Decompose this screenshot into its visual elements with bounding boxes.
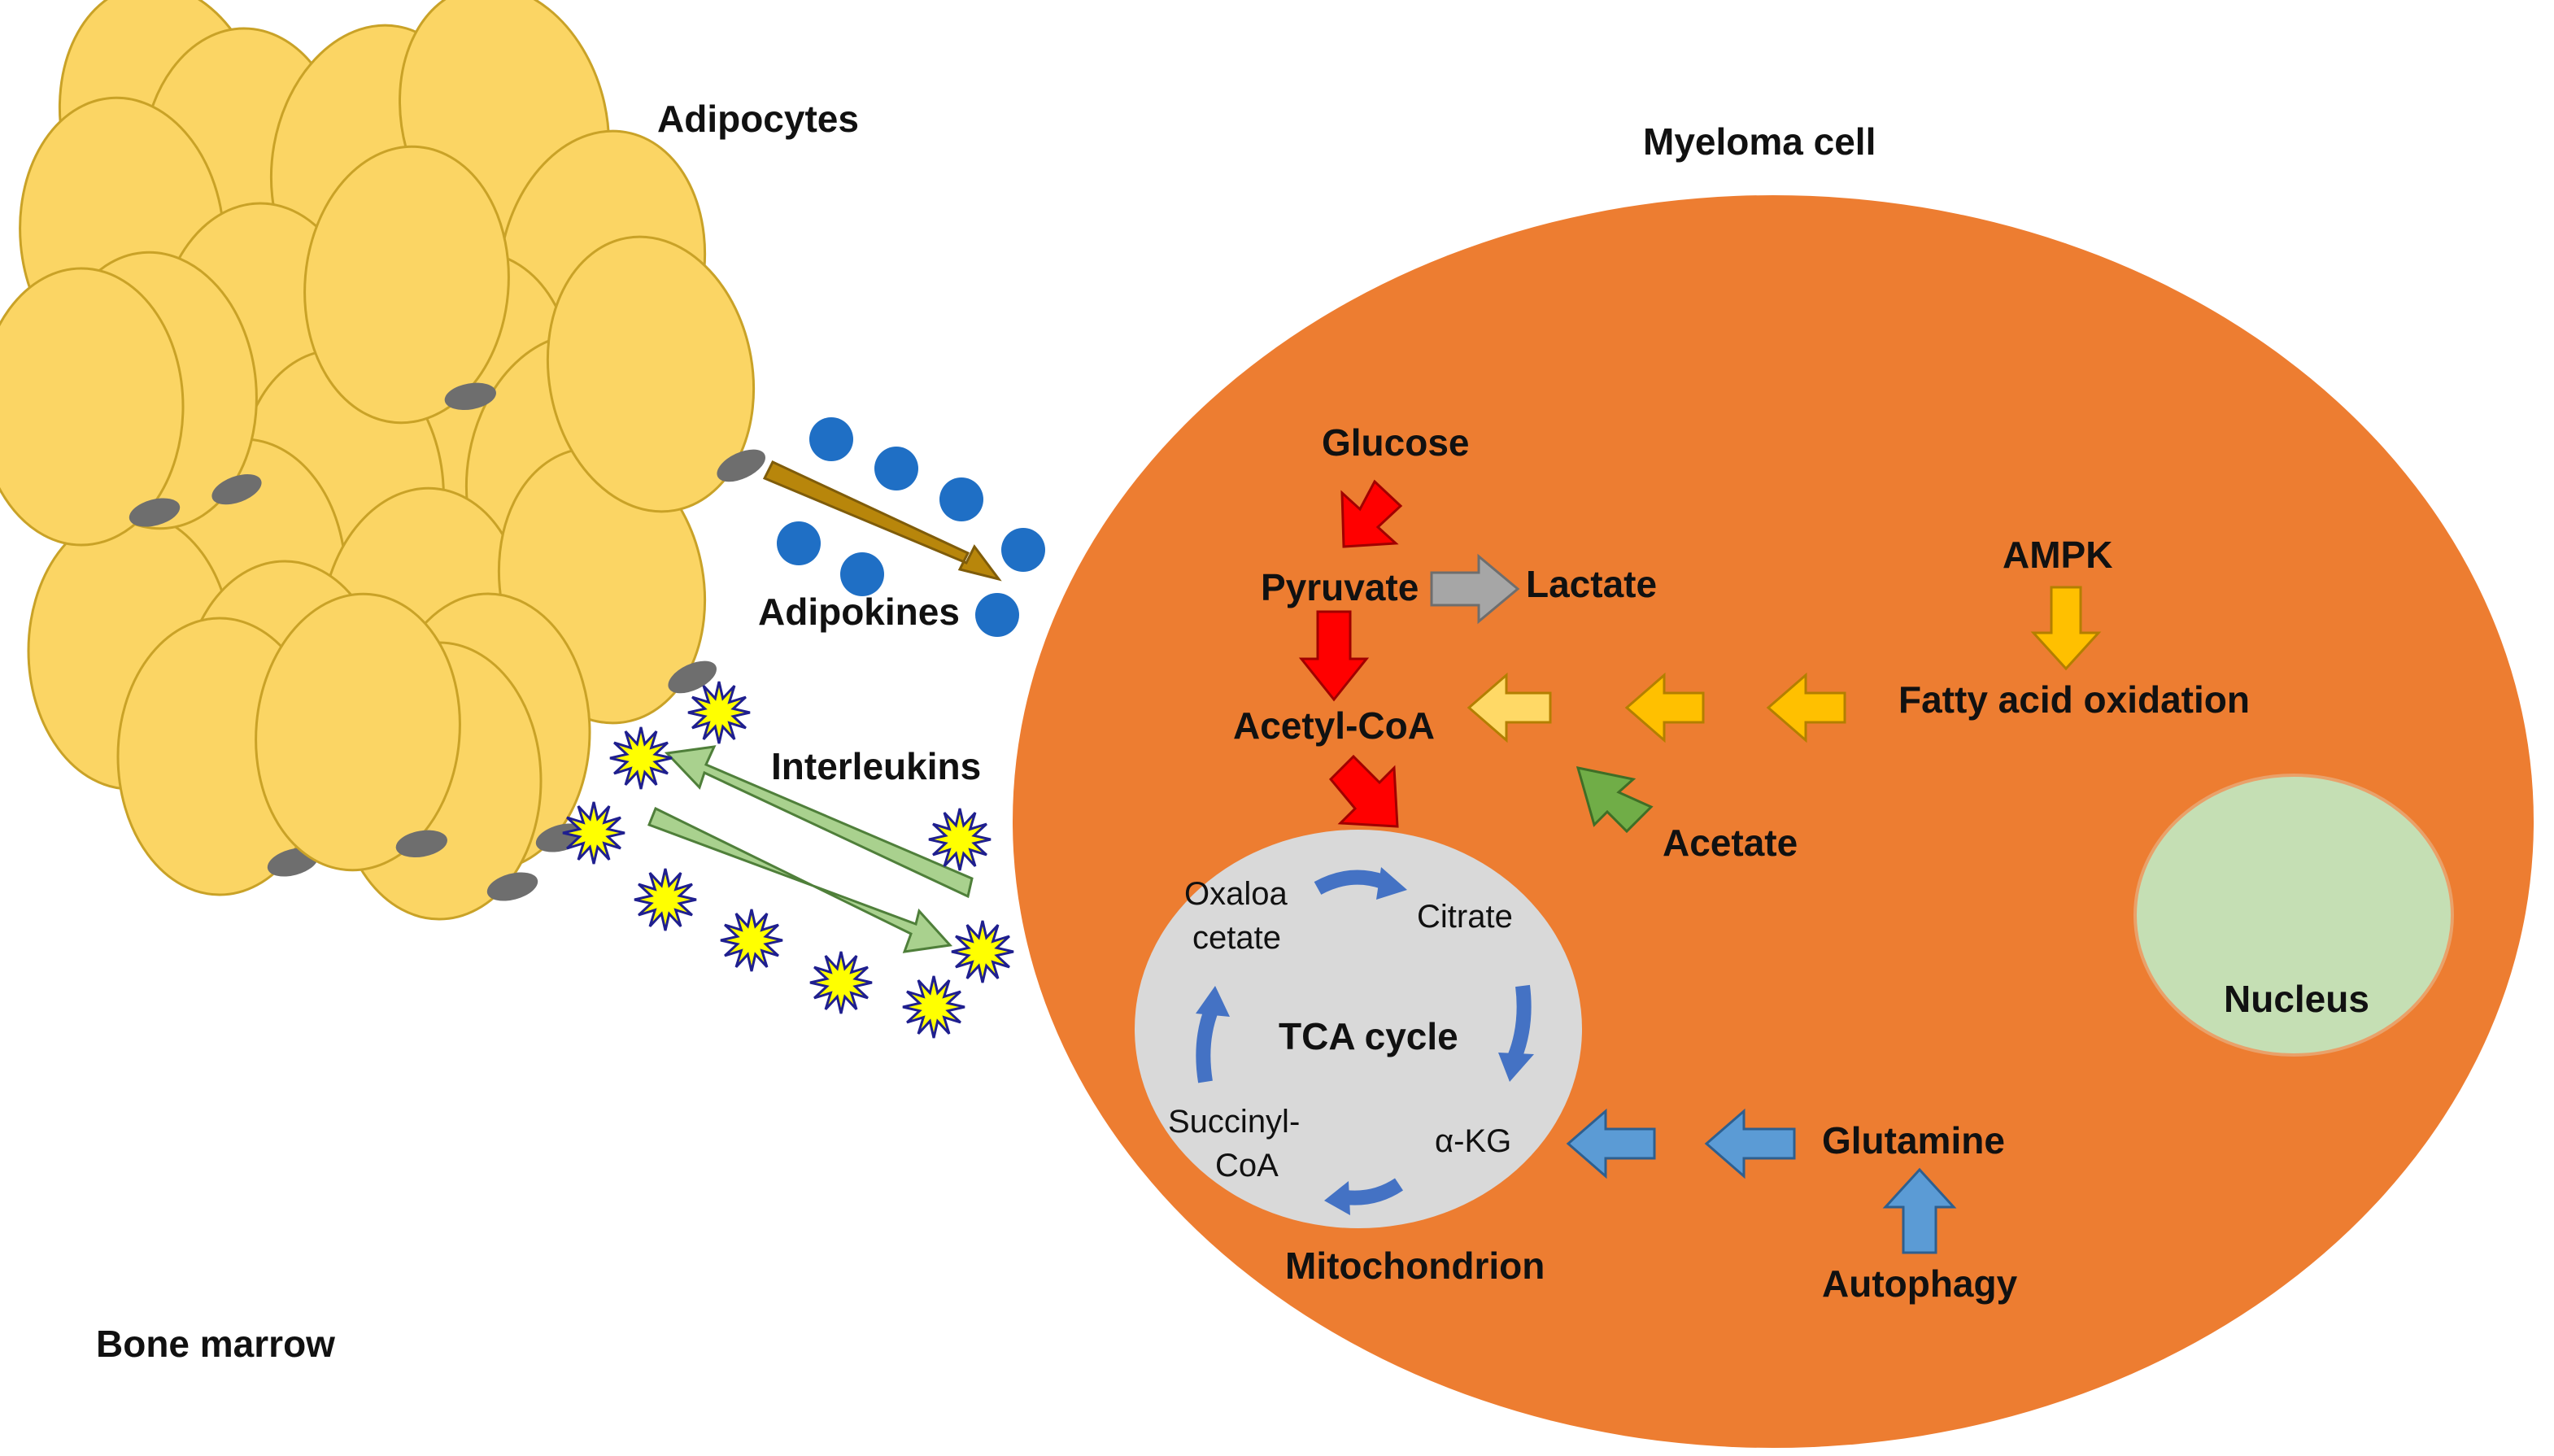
autophagy-to-glutamine-arrow (1882, 1167, 1957, 1254)
adipocyte-nucleus (717, 449, 765, 482)
succinyl-label-line1: Succinyl- (1168, 1104, 1300, 1140)
tca-arrowhead-right (1498, 1053, 1534, 1082)
interleukin-star (928, 808, 992, 871)
oxaloacetate-label-line1: Oxaloa (1184, 876, 1288, 912)
myeloma-cell-label: Myeloma cell (1643, 120, 1876, 163)
adipocyte-nucleus (129, 498, 181, 527)
interleukin-star (809, 951, 873, 1014)
interleukin-star (720, 909, 783, 972)
nucleus-label: Nucleus (2224, 978, 2369, 1020)
acetyl-coa-label: Acetyl-CoA (1233, 704, 1435, 747)
glucose-to-pyruvate-arrow (1340, 479, 1403, 548)
adipokines-label: Adipokines (758, 591, 960, 633)
fao-arrow-1 (1467, 672, 1552, 743)
adipocyte-nucleus (486, 872, 538, 901)
adipocyte (0, 267, 185, 547)
pyruvate-label: Pyruvate (1261, 566, 1419, 608)
acetylcoa-to-tca-arrow (1328, 754, 1399, 828)
bone-marrow-label: Bone marrow (96, 1323, 335, 1365)
adipocyte-nucleus (444, 382, 496, 411)
interleukins-label: Interleukins (771, 745, 981, 787)
adipocyte-body (255, 592, 461, 872)
interleukin-star (687, 681, 751, 744)
tca-arrowhead-bottom (1324, 1181, 1350, 1215)
tca-arrow-right (1507, 984, 1532, 1061)
adipocytes-label: Adipocytes (657, 98, 859, 140)
succinyl-label-line2: CoA (1215, 1148, 1279, 1184)
ampk-to-fao-arrow (2030, 586, 2102, 671)
adipokine-dot (809, 417, 853, 461)
adipokine-dots (777, 417, 1045, 637)
tca-arrow-bottom (1345, 1178, 1403, 1205)
pyruvate-to-lactate-arrow (1430, 553, 1520, 625)
tca-arrowhead-left (1196, 986, 1230, 1017)
interleukin-stars (562, 681, 1014, 1039)
acetate-label: Acetate (1663, 822, 1798, 864)
interleukin-star (634, 868, 697, 931)
fao-arrow-2 (1624, 672, 1705, 743)
interleukin-star (562, 801, 625, 865)
interleukin-star (902, 975, 965, 1039)
oxaloacetate-label-line2: cetate (1192, 920, 1281, 956)
acetate-to-acetylcoa-arrow (1576, 766, 1654, 834)
glutamine-arrow-2 (1704, 1108, 1796, 1179)
adipocyte-nucleus (395, 830, 447, 858)
adipocyte-cluster (0, 0, 765, 921)
tca-arrow-left (1196, 1005, 1219, 1083)
nucleus-shape (2133, 774, 2454, 1057)
adipokine-dot (777, 521, 821, 565)
adipokine-dot (939, 477, 983, 521)
adipocyte (303, 145, 510, 425)
interleukin-arrow-out (647, 806, 953, 953)
glutamine-label: Glutamine (1822, 1119, 2005, 1162)
glucose-label: Glucose (1322, 421, 1470, 464)
adipocyte-body (546, 235, 756, 513)
lactate-label: Lactate (1526, 563, 1657, 605)
fao-arrow-3 (1766, 672, 1846, 743)
adipocyte-body (303, 145, 510, 425)
adipokine-dot (1001, 528, 1045, 572)
glutamine-arrow-1 (1566, 1108, 1656, 1179)
mitochondrion-label: Mitochondrion (1285, 1245, 1545, 1287)
interleukin-arrow-in (664, 745, 974, 899)
tca-cycle-arrows (1196, 870, 1532, 1205)
pyruvate-to-acetylcoa-arrow (1298, 610, 1370, 702)
ampk-label: AMPK (2003, 534, 2112, 576)
tca-cycle-label: TCA cycle (1279, 1015, 1458, 1057)
tca-cycle-arrowheads (1196, 867, 1534, 1215)
citrate-label: Citrate (1417, 899, 1513, 935)
fatty-acid-oxidation-label: Fatty acid oxidation (1898, 678, 2250, 721)
interleukin-star (609, 726, 673, 790)
alpha-kg-label: α-KG (1435, 1123, 1511, 1159)
mitochondrion-shape (1135, 830, 1582, 1228)
tca-arrow-top (1314, 870, 1385, 895)
adipokine-dot (874, 447, 918, 490)
interleukin-star (951, 920, 1014, 983)
adipocyte (546, 235, 765, 513)
adipocyte-body (0, 267, 185, 547)
adipokine-arrow (762, 460, 1002, 582)
autophagy-label: Autophagy (1822, 1262, 2018, 1305)
adipocyte (255, 592, 461, 872)
adipokine-dot (975, 593, 1019, 637)
adipokine-dot (840, 552, 884, 596)
tca-arrowhead-top (1376, 867, 1407, 900)
adipocyte-nucleus (211, 474, 262, 505)
